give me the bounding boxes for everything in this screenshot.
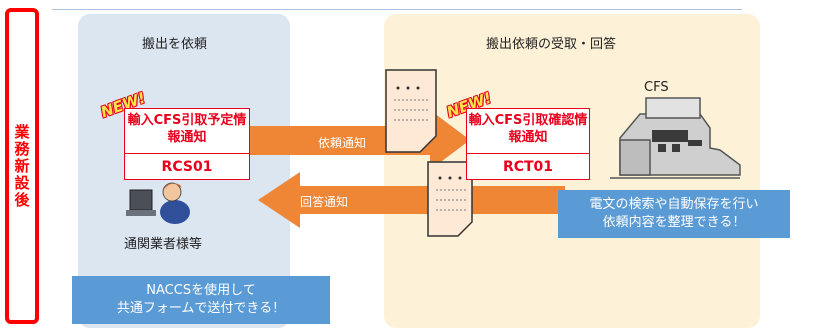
cfs-building-label: CFS: [644, 80, 669, 95]
top-rule: [52, 9, 742, 10]
left-panel-title: 搬出を依頼: [142, 37, 208, 52]
rcs01-card-code: RCS01: [161, 159, 213, 175]
rcs01-card-title: 輸入CFS引取予定情報通知: [125, 109, 249, 154]
rct01-card-title: 輸入CFS引取確認情報通知: [467, 109, 589, 154]
warehouse-icon: [610, 97, 741, 179]
reply-arrow: [258, 172, 565, 228]
sidebar-label: 業務新設後: [12, 123, 31, 209]
rcs01-card: 輸入CFS引取予定情報通知 RCS01: [124, 108, 250, 180]
rct01-card-code: RCT01: [502, 159, 554, 175]
request-arrow-label: 依頼通知: [318, 136, 367, 150]
right-note: 電文の検索や自動保存を行い 依頼内容を整理できる！: [558, 190, 790, 238]
document-icon-top: [385, 69, 437, 153]
sidebar-label-box: 業務新設後: [5, 8, 39, 324]
left-note: NACCSを使用して 共通フォームで送付できる！: [72, 276, 330, 324]
actor-label: 通関業者様等: [124, 237, 203, 252]
person-at-computer-icon: [126, 182, 190, 224]
request-arrow: [248, 110, 470, 170]
rct01-card: 輸入CFS引取確認情報通知 RCT01: [466, 108, 590, 180]
right-panel-title: 搬出依頼の受取・回答: [486, 37, 617, 52]
document-icon-bottom: [427, 161, 473, 237]
reply-arrow-label: 回答通知: [300, 195, 349, 209]
